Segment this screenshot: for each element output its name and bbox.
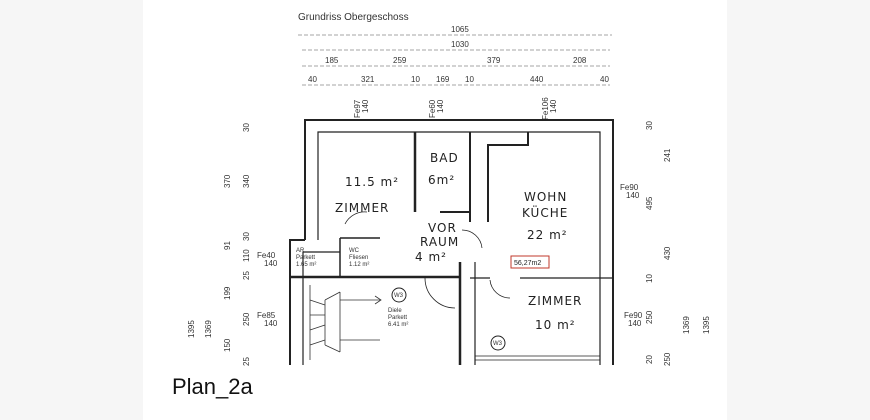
dim-inner: 1030 <box>451 40 469 49</box>
dim: 1369 <box>682 316 691 334</box>
zimmer2-area: 10 m² <box>535 318 576 332</box>
dim: 10 <box>645 274 654 283</box>
wc-label: WC Fliesen 1.12 m² <box>349 248 369 268</box>
dim-total: 1065 <box>451 25 469 34</box>
wohn-area: 22 m² <box>527 228 568 242</box>
window-size: 140 <box>626 191 640 200</box>
window-label: Fe85 <box>257 311 276 320</box>
dim: 259 <box>393 56 407 65</box>
dim: 150 <box>223 338 232 352</box>
dim: 379 <box>487 56 501 65</box>
ar-name: AR <box>296 248 305 254</box>
dim: 250 <box>663 352 672 366</box>
window-label: Fe97 <box>353 99 362 118</box>
dim: 370 <box>223 174 232 188</box>
dim: 10 <box>465 75 474 84</box>
image-caption: Plan_2a <box>172 374 253 399</box>
dim: 430 <box>663 246 672 260</box>
vorraum-area: 4 m² <box>415 250 447 264</box>
window-label: Fe90 <box>624 311 643 320</box>
floor-plan: Grundriss Obergeschoss 1065 1030 185 259… <box>187 12 711 366</box>
dim: 40 <box>308 75 317 84</box>
wc-name: WC <box>349 248 360 254</box>
dim: 40 <box>600 75 609 84</box>
window-label: Fe40 <box>257 251 276 260</box>
window-size: 140 <box>264 319 278 328</box>
dim: 495 <box>645 196 654 210</box>
dim: 440 <box>530 75 544 84</box>
dim: 91 <box>223 241 232 250</box>
walls <box>289 119 614 365</box>
dim: 30 <box>645 121 654 130</box>
diele-floor: Parkett <box>388 315 407 321</box>
staircase <box>309 285 382 360</box>
diele-area: 6.41 m² <box>388 322 408 328</box>
kueche-label: KÜCHE <box>522 204 568 220</box>
dim: 208 <box>573 56 587 65</box>
vorraum-label: VOR <box>428 221 457 235</box>
dim: 30 <box>242 123 251 132</box>
ar-label: AR Parkett 1.65 m² <box>296 248 316 268</box>
diele-label: Diele Parkett 6.41 m² <box>388 308 408 328</box>
ar-floor: Parkett <box>296 255 315 261</box>
zimmer1-name: ZIMMER <box>335 201 389 215</box>
dim: 185 <box>325 56 339 65</box>
wohn-label: WOHN <box>524 190 567 204</box>
window-label: Fe106 <box>541 97 550 120</box>
dim: 241 <box>663 148 672 162</box>
dim: 1369 <box>204 320 213 338</box>
diele-name: Diele <box>388 308 402 314</box>
dim: 30 <box>242 232 251 241</box>
dim: 199 <box>223 286 232 300</box>
window-size: 140 <box>549 99 558 113</box>
dim: 25 <box>242 271 251 280</box>
dim: 250 <box>645 310 654 324</box>
total-area: 56,27m2 <box>514 260 541 267</box>
dim: 25 <box>242 357 251 366</box>
dim: 1395 <box>187 320 196 338</box>
dim: 110 <box>242 249 251 262</box>
bad-name: BAD <box>430 151 459 165</box>
wc-floor: Fliesen <box>349 255 368 261</box>
dim: 20 <box>645 355 654 364</box>
dim: 250 <box>242 312 251 326</box>
dim: 321 <box>361 75 375 84</box>
bad-area: 6m² <box>428 173 455 187</box>
plan-title: Grundriss Obergeschoss <box>298 12 409 23</box>
image-card <box>143 0 727 420</box>
zimmer1-area: 11.5 m² <box>345 175 399 189</box>
window-size: 140 <box>628 319 642 328</box>
window-label: Fe60 <box>428 99 437 118</box>
w3-marker: W3 W3 <box>391 287 506 351</box>
w3-label: W3 <box>394 293 404 299</box>
zimmer2-name: ZIMMER <box>528 294 582 308</box>
window-label: Fe90 <box>620 183 639 192</box>
window-size: 140 <box>436 99 445 113</box>
vorraum-label: RAUM <box>420 235 459 249</box>
dim: 340 <box>242 174 251 188</box>
dimension-lines <box>298 34 612 86</box>
w3-label: W3 <box>493 341 503 347</box>
dim: 10 <box>411 75 420 84</box>
total-area-box: 56,27m2 <box>510 255 550 269</box>
ar-area: 1.65 m² <box>296 262 316 268</box>
window-size: 140 <box>361 99 370 113</box>
dim: 1395 <box>702 316 711 334</box>
dim: 169 <box>436 75 450 84</box>
wc-area: 1.12 m² <box>349 262 369 268</box>
window-size: 140 <box>264 259 278 268</box>
